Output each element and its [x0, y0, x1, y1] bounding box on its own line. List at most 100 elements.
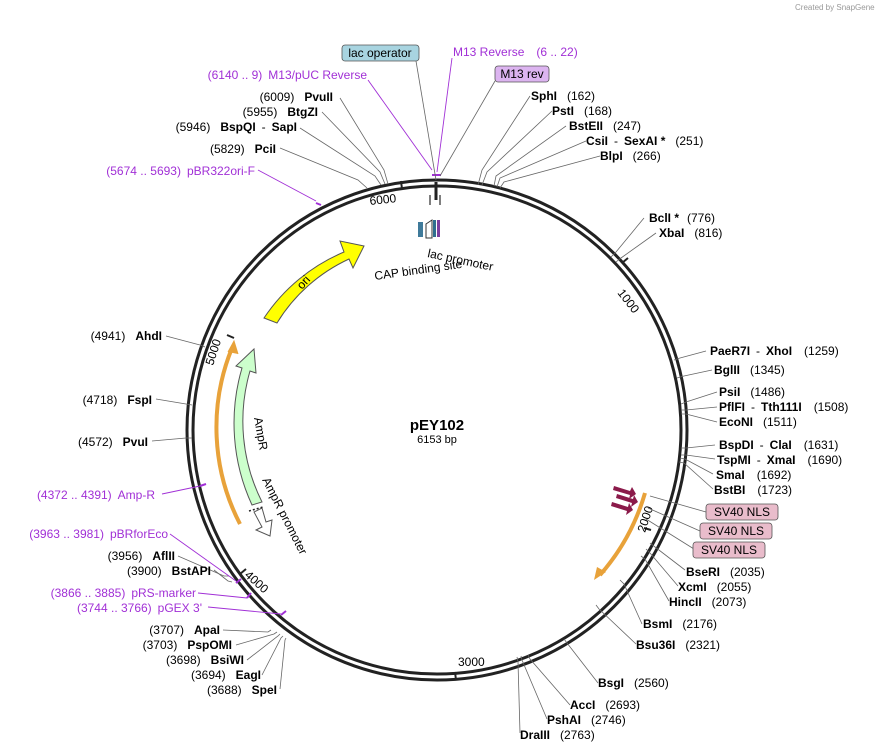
enzyme-name: HincII — [669, 595, 702, 609]
enzyme-name: ApaI — [194, 623, 220, 637]
svg-text:(3698)BsiWI: (3698) BsiWI — [166, 653, 244, 667]
feature-leader-lines — [415, 60, 707, 550]
plasmid-size: 6153 bp — [417, 434, 457, 446]
svg-text:(3707)ApaI: (3707) ApaI — [149, 623, 220, 637]
m13-rev-box: M13 rev — [494, 65, 550, 83]
enzyme-pos: (2321) — [685, 638, 720, 652]
sv40-nls-box-1: SV40 NLS — [705, 503, 779, 521]
primer-range: (5674 .. 5693) — [106, 164, 181, 178]
enzyme-name: PflFI — [719, 400, 745, 414]
svg-text:(3956)AflII: (3956)AflII — [108, 549, 175, 563]
enzyme-name-2: XhoI — [766, 344, 792, 358]
svg-text:(5955)BtgZI: (5955)BtgZI — [243, 105, 318, 119]
primer-range: (3866 .. 3885) — [51, 586, 126, 600]
orange-arc-left-head — [227, 339, 239, 355]
orange-arc-right-head — [594, 567, 606, 580]
svg-text:(3963 .. 3981)pBRforEco: (3963 .. 3981)pBRforEco — [29, 527, 168, 541]
enzyme-pos: (4572) — [78, 435, 113, 449]
orange-arc-left — [214, 347, 242, 525]
svg-text:BspDI-ClaI(1631): BspDI-ClaI (1631) — [719, 438, 838, 452]
enzyme-name-2: ClaI — [770, 438, 792, 452]
enzyme-pos: (2746) — [591, 713, 626, 727]
svg-text:(3703)PspOMI: (3703)PspOMI — [143, 638, 232, 652]
enzyme-name-2: SexAI * — [624, 134, 666, 148]
svg-text:(3866 .. 3885)pRS-marker: (3866 .. 3885)pRS-marker — [51, 586, 196, 600]
svg-text:SmaI(1692): SmaI (1692) — [716, 468, 791, 482]
enzyme-pos: (1511) — [763, 415, 797, 429]
enzyme-labels-right: SphI(162) PstI(168) BstEII(247) CsiI-Sex… — [520, 89, 848, 742]
svg-text:DraIII(2763): DraIII(2763) — [520, 728, 595, 742]
sv40-nls-label-3: SV40 NLS — [701, 543, 757, 557]
enzyme-pos: (1631) — [804, 438, 839, 452]
primer-labels: M13 Reverse(6 .. 22) (6140 .. 9)M13/pUC … — [29, 45, 577, 615]
enzyme-name: PstI — [552, 104, 574, 118]
enzyme-pos: (5829) — [210, 142, 245, 156]
enzyme-sep: - — [262, 120, 266, 134]
enzyme-name: BstEII — [569, 119, 603, 133]
enzyme-name: PshAI — [547, 713, 581, 727]
svg-text:PshAI(2746): PshAI (2746) — [547, 713, 626, 727]
enzyme-name: BsiWI — [211, 653, 244, 667]
svg-text:(3688)SpeI: (3688)SpeI — [207, 683, 277, 697]
svg-text:BseRI(2035): BseRI(2035) — [686, 565, 765, 579]
enzyme-sep: - — [760, 438, 764, 452]
enzyme-pos: (3698) — [166, 653, 201, 667]
primer-name: pGEX 3' — [158, 601, 202, 615]
enzyme-name: BglII — [714, 363, 740, 377]
enzyme-pos: (2176) — [682, 617, 717, 631]
svg-text:BstEII(247): BstEII (247) — [569, 119, 641, 133]
svg-text:(3694)EagI: (3694)EagI — [191, 668, 261, 682]
enzyme-name: XbaI — [659, 226, 684, 240]
enzyme-name: TspMI — [717, 453, 751, 467]
svg-text:(4718)FspI: (4718)FspI — [83, 393, 152, 407]
primer-name: M13 Reverse — [453, 45, 525, 59]
enzyme-name: BclI * — [649, 211, 679, 225]
svg-text:(4572)PvuI: (4572)PvuI — [78, 435, 148, 449]
enzyme-pos: (5955) — [243, 105, 278, 119]
sv40-nls-box-2: SV40 NLS — [699, 522, 773, 540]
enzyme-pos: (1690) — [807, 453, 842, 467]
sv40-nls-box-3: SV40 NLS — [692, 541, 766, 559]
enzyme-pos: (3707) — [149, 623, 184, 637]
svg-text:EcoNI(1511): EcoNI(1511) — [719, 415, 797, 429]
cap-site-label: CAP binding site — [373, 257, 463, 283]
enzyme-pos: (251) — [675, 134, 703, 148]
enzyme-name: BsgI — [598, 676, 624, 690]
ori-feature: ori — [263, 240, 365, 324]
enzyme-pos: (1692) — [757, 468, 792, 482]
enzyme-leader-lines — [151, 95, 718, 734]
enzyme-name: BspDI — [719, 438, 754, 452]
enzyme-labels-left: (6009)PvuII (5955)BtgZI (5946)BspQI-SapI… — [78, 90, 333, 697]
svg-text:(4372 .. 4391)Amp-R: (4372 .. 4391)Amp-R — [37, 488, 155, 502]
orange-arc-right — [598, 492, 647, 577]
enzyme-pos: (2035) — [730, 565, 765, 579]
enzyme-name: PsiI — [719, 385, 740, 399]
enzyme-pos: (266) — [633, 149, 661, 163]
primer-range: (6140 .. 9) — [208, 68, 263, 82]
enzyme-pos: (2693) — [605, 698, 640, 712]
enzyme-pos: (3694) — [191, 668, 226, 682]
enzyme-sep: - — [756, 344, 760, 358]
enzyme-pos: (1723) — [757, 483, 792, 497]
enzyme-pos: (1508) — [814, 400, 849, 414]
enzyme-pos: (247) — [613, 119, 641, 133]
enzyme-pos: (1486) — [750, 385, 785, 399]
enzyme-pos: (5946) — [176, 120, 211, 134]
enzyme-name: PciI — [255, 142, 276, 156]
ampr-label: AmpR — [251, 416, 271, 452]
primer-range: (3963 .. 3981) — [29, 527, 104, 541]
tick-label-3000: 3000 — [458, 655, 485, 669]
enzyme-name: PaeR7I — [710, 344, 750, 358]
enzyme-name: PvuII — [304, 90, 333, 104]
primer-range: (3744 .. 3766) — [77, 601, 152, 615]
enzyme-name: AccI — [570, 698, 595, 712]
svg-text:Bsu36I(2321): Bsu36I(2321) — [636, 638, 720, 652]
svg-text:BlpI(266): BlpI(266) — [600, 149, 661, 163]
enzyme-name: SpeI — [252, 683, 277, 697]
svg-text:PsiI(1486): PsiI (1486) — [719, 385, 785, 399]
enzyme-name: SmaI — [716, 468, 745, 482]
svg-text:M13 Reverse(6 .. 22): M13 Reverse(6 .. 22) — [453, 45, 578, 59]
enzyme-name: FspI — [127, 393, 152, 407]
enzyme-pos: (776) — [687, 211, 715, 225]
enzyme-name: BspQI — [220, 120, 255, 134]
